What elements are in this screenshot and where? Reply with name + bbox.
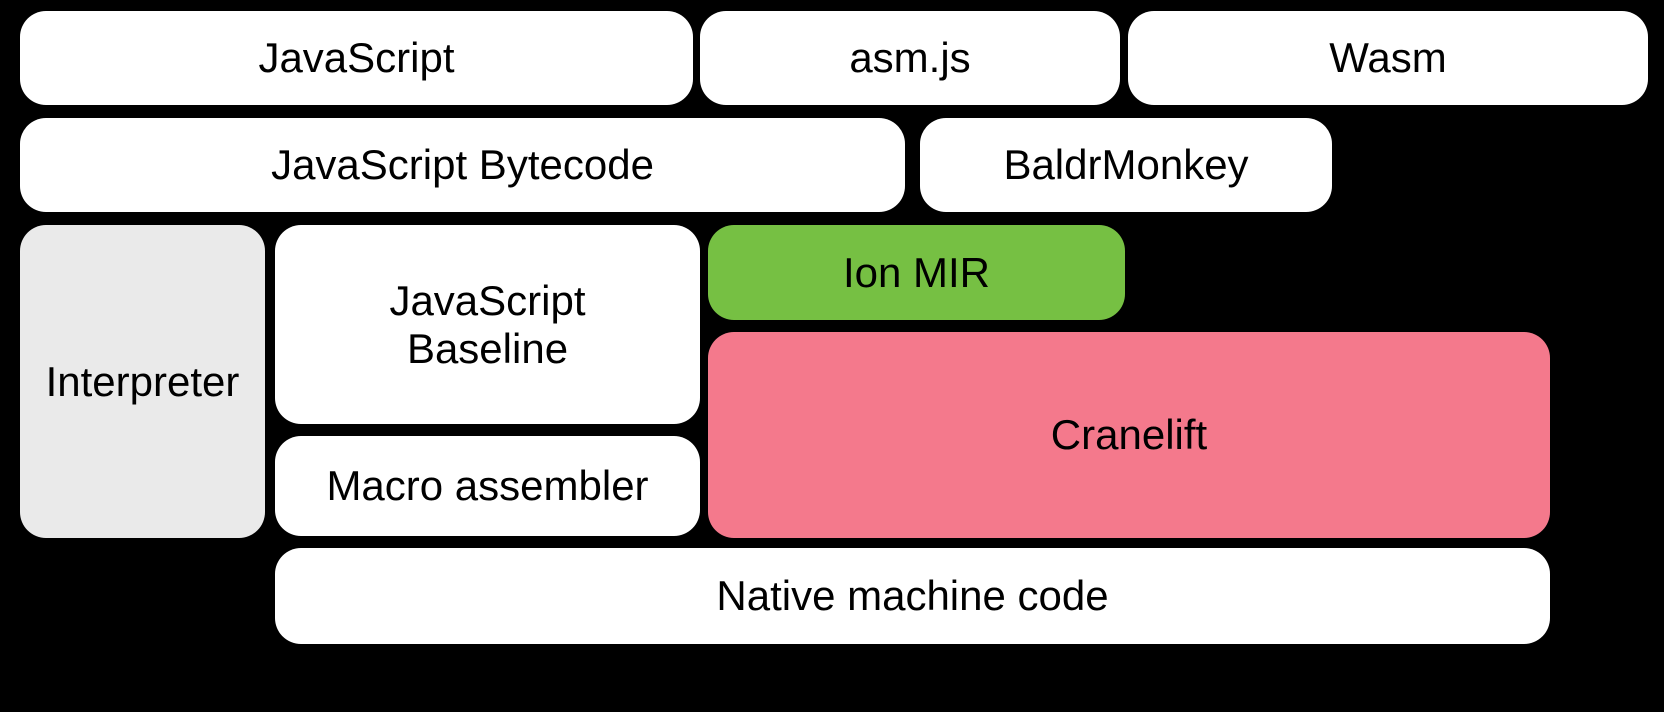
node-interpreter: Interpreter bbox=[20, 225, 265, 538]
node-javascript: JavaScript bbox=[20, 11, 693, 105]
node-wasm: Wasm bbox=[1128, 11, 1648, 105]
node-native-machine-code: Native machine code bbox=[275, 548, 1550, 644]
node-baldrmonkey: BaldrMonkey bbox=[920, 118, 1332, 212]
node-macro-assembler: Macro assembler bbox=[275, 436, 700, 536]
node-javascript-baseline: JavaScript Baseline bbox=[275, 225, 700, 424]
node-ion-mir: Ion MIR bbox=[708, 225, 1125, 320]
node-javascript-bytecode: JavaScript Bytecode bbox=[20, 118, 905, 212]
node-asmjs: asm.js bbox=[700, 11, 1120, 105]
node-cranelift: Cranelift bbox=[708, 332, 1550, 538]
